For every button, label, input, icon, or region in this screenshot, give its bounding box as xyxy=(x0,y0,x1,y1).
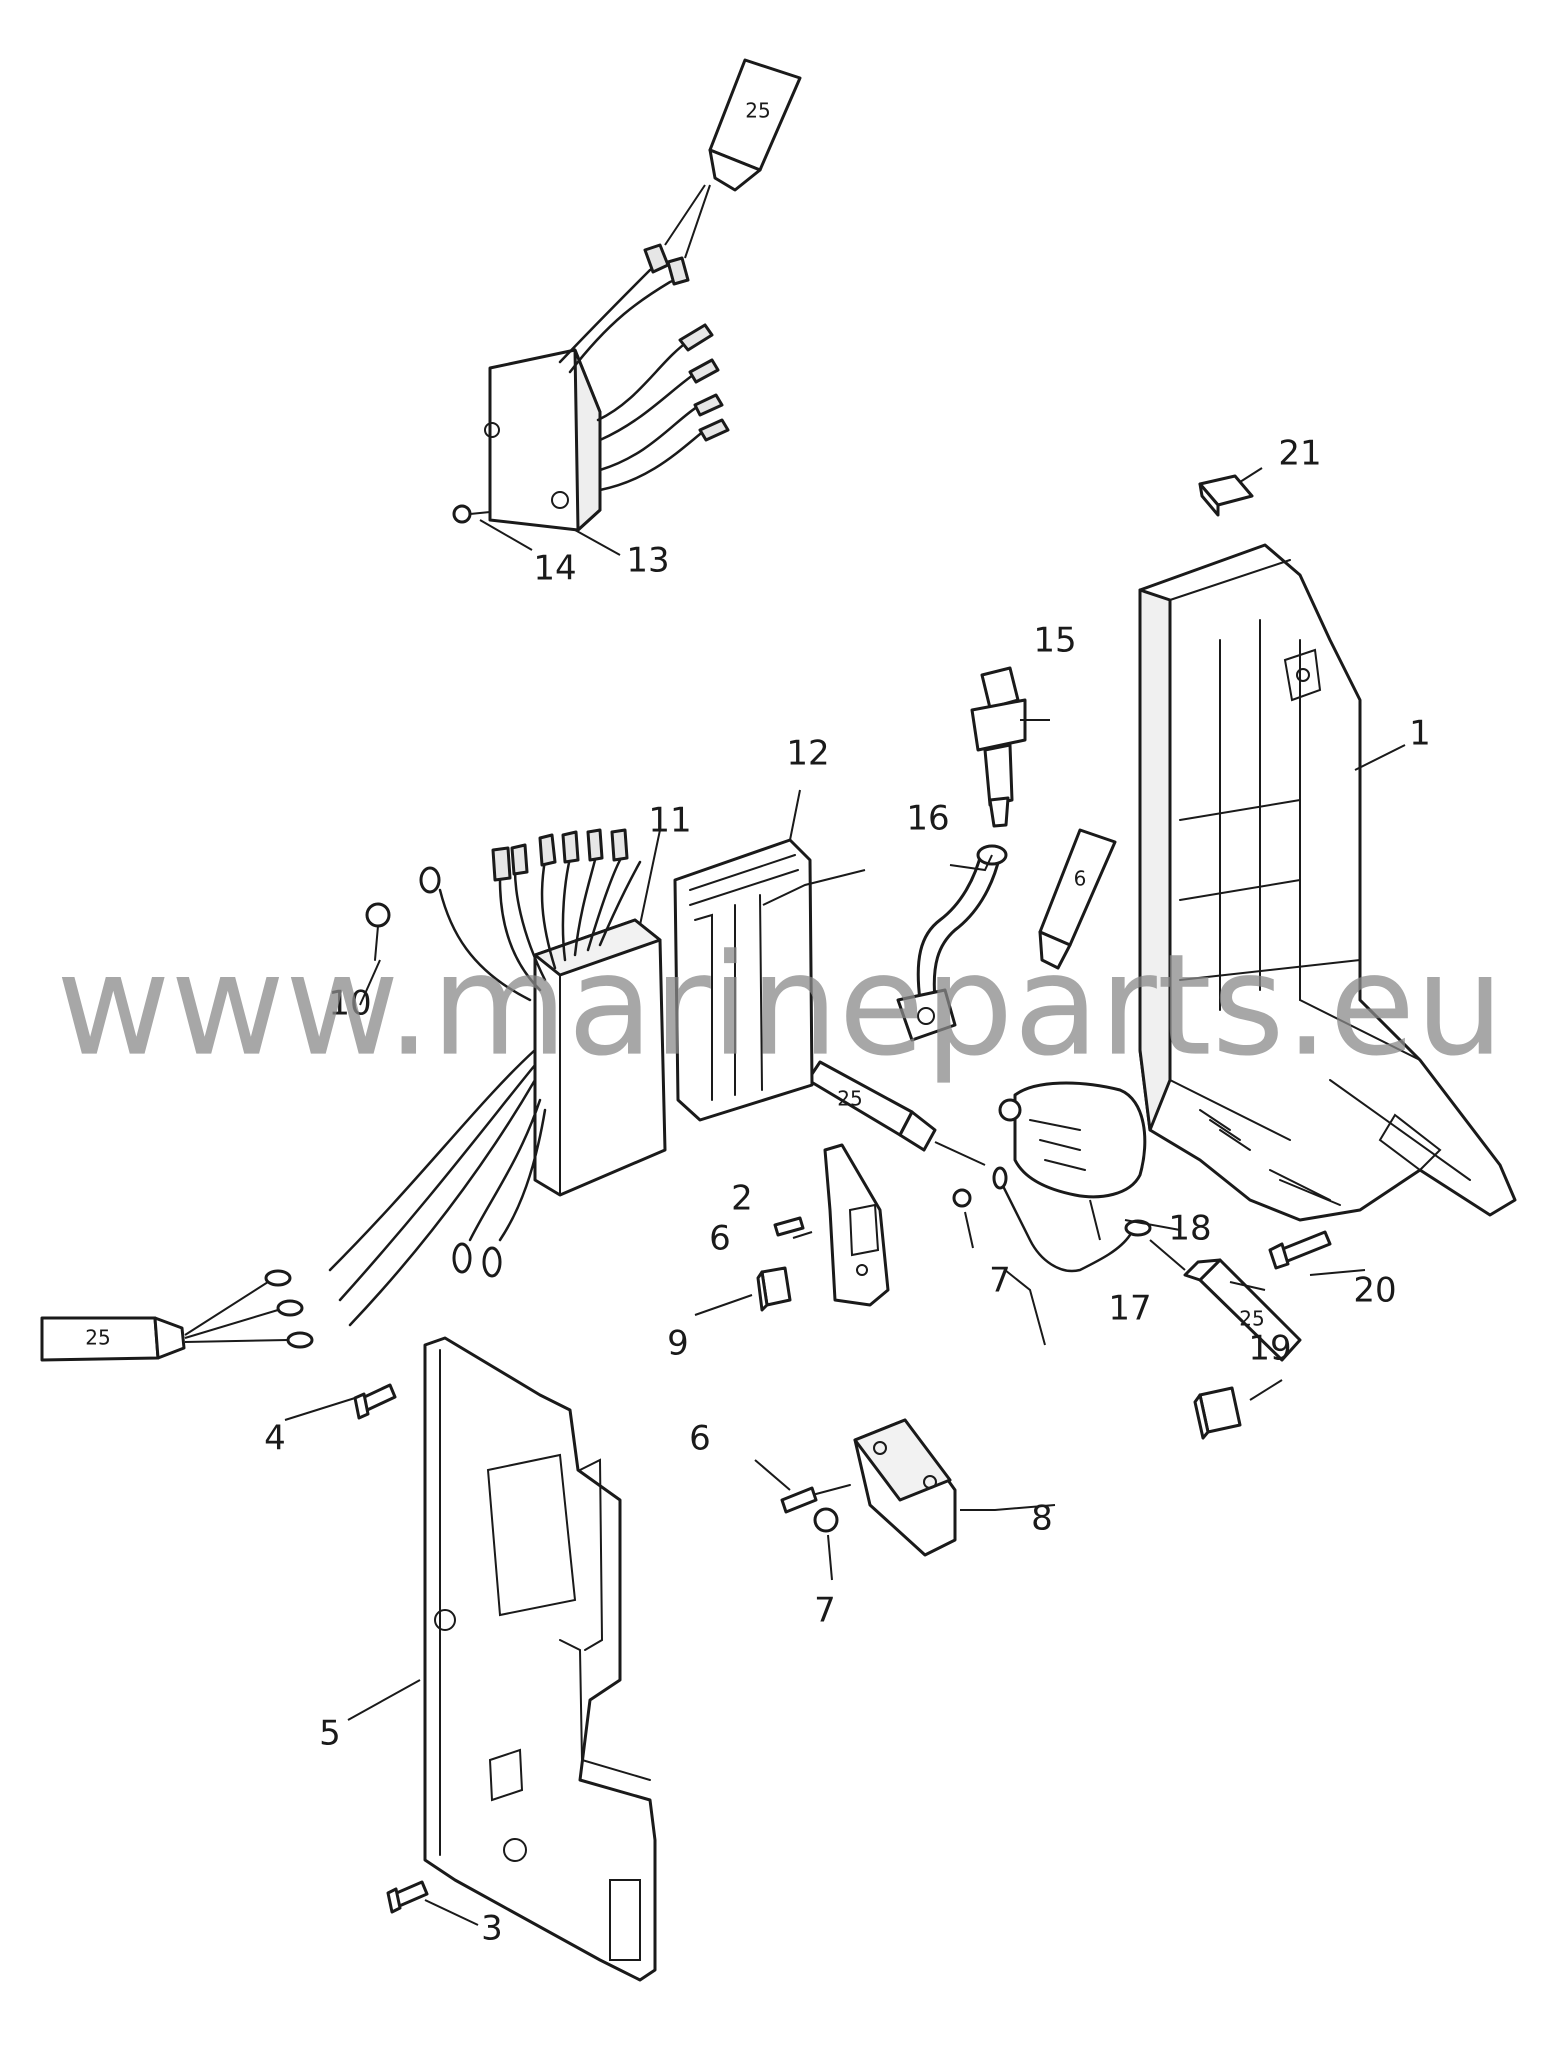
callout-19: 19 xyxy=(1248,1329,1291,1369)
callout-7-upper: 7 xyxy=(989,1261,1011,1301)
part-19-clip[interactable] xyxy=(1193,1386,1242,1440)
sealant-tube-right-label: 25 xyxy=(1239,1307,1264,1331)
part-2-bracket[interactable] xyxy=(823,1143,890,1307)
sealant-tube-six-label: 6 xyxy=(1074,867,1087,891)
sealant-tube-left: 25 xyxy=(40,1281,289,1362)
callout-14: 14 xyxy=(533,549,576,589)
part-1-housing[interactable] xyxy=(1138,543,1517,1222)
callout-3: 3 xyxy=(481,1909,503,1949)
part-7-nut-lower[interactable] xyxy=(813,1507,839,1533)
callout-1: 1 xyxy=(1409,714,1431,754)
sealant-tube-left-label: 25 xyxy=(85,1326,110,1350)
callout-10: 10 xyxy=(328,984,371,1024)
part-6-screw-upper[interactable] xyxy=(773,1216,805,1237)
callout-2: 2 xyxy=(731,1179,753,1219)
callout-5: 5 xyxy=(319,1714,341,1754)
callout-20: 20 xyxy=(1353,1271,1396,1311)
sealant-tube-mid-label: 25 xyxy=(837,1087,862,1111)
part-14-screw[interactable] xyxy=(452,504,491,524)
sealant-tube-top: 25 xyxy=(664,58,802,259)
leader-lines xyxy=(284,467,1406,1926)
part-16-hose[interactable] xyxy=(896,844,1008,1042)
part-11-cdi-pack[interactable] xyxy=(264,828,667,1349)
part-21-clip[interactable] xyxy=(1198,474,1254,517)
callout-6-lower: 6 xyxy=(689,1419,711,1459)
part-5-base-plate[interactable] xyxy=(423,1336,657,1982)
part-7-nut-upper[interactable] xyxy=(952,1188,972,1208)
callout-21: 21 xyxy=(1278,434,1321,474)
callout-15: 15 xyxy=(1033,621,1076,661)
callout-17: 17 xyxy=(1108,1289,1151,1329)
callout-18: 18 xyxy=(1168,1209,1211,1249)
part-8-module[interactable] xyxy=(853,1418,957,1557)
part-6-screw-lower[interactable] xyxy=(780,1484,851,1514)
part-13-rectifier[interactable] xyxy=(484,243,730,532)
callout-7-lower: 7 xyxy=(814,1591,836,1631)
watermark-text: www.marineparts.eu xyxy=(56,925,1504,1088)
callout-4: 4 xyxy=(264,1419,286,1459)
callout-16: 16 xyxy=(906,799,949,839)
callout-12: 12 xyxy=(786,734,829,774)
sealant-tube-six: 6 xyxy=(1038,828,1117,970)
sealant-tube-right: 25 xyxy=(1149,1239,1302,1362)
part-3-bolt[interactable] xyxy=(386,1880,429,1914)
part-15-switch[interactable] xyxy=(970,666,1027,828)
part-4-bolt[interactable] xyxy=(353,1383,397,1420)
sealant-tube-top-label: 25 xyxy=(745,99,770,123)
sealant-tube-mid: 25 xyxy=(806,1060,986,1166)
callout-11: 11 xyxy=(648,801,691,841)
part-17-ground-wire[interactable] xyxy=(992,1166,1152,1273)
callout-8: 8 xyxy=(1031,1499,1053,1539)
callout-labels: 1 2 3 4 5 6 6 7 7 8 9 10 11 12 13 14 15 … xyxy=(264,434,1431,1949)
callout-6-upper: 6 xyxy=(709,1219,731,1259)
part-18-coil[interactable] xyxy=(998,1081,1147,1199)
part-20-bolt[interactable] xyxy=(1268,1230,1332,1270)
part-10-screw[interactable] xyxy=(365,902,391,961)
callout-9: 9 xyxy=(667,1324,689,1364)
callout-13: 13 xyxy=(626,541,669,581)
part-9-clip[interactable] xyxy=(756,1266,792,1312)
